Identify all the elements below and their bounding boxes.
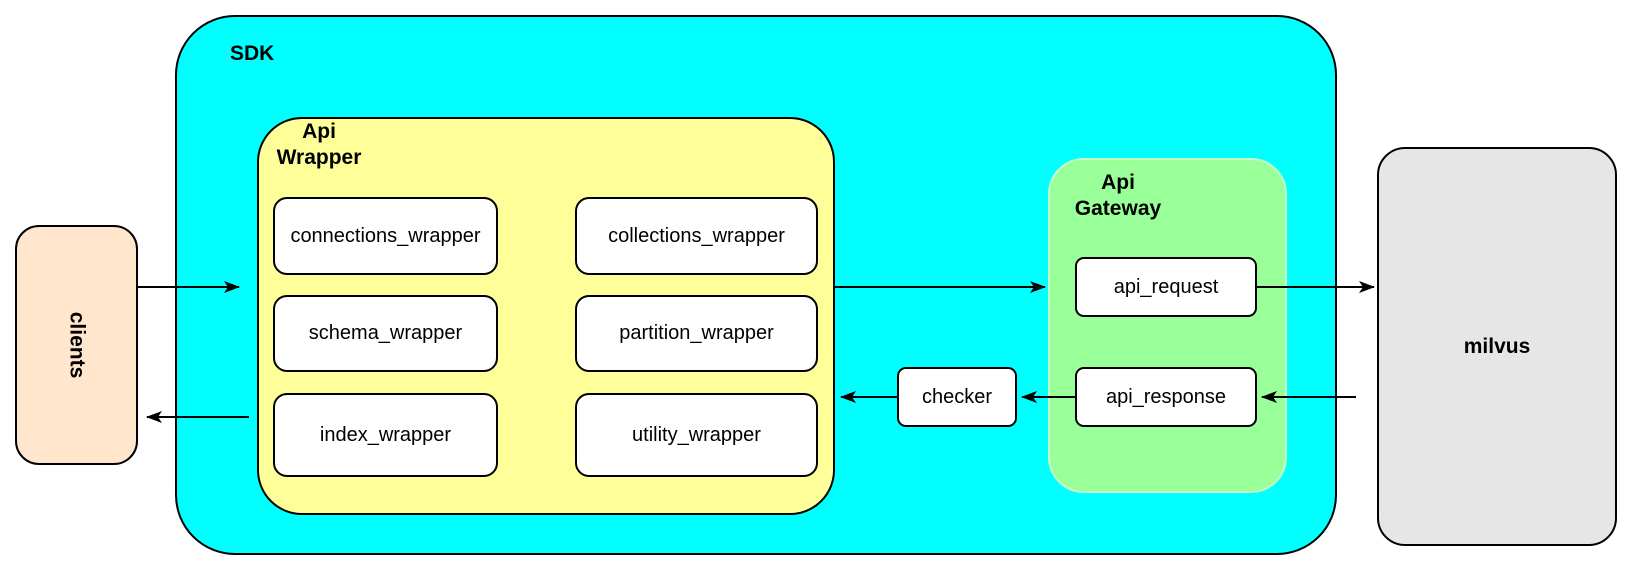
sdk-label: SDK (230, 42, 275, 65)
node-partition-wrapper-label: partition_wrapper (619, 322, 774, 344)
node-schema-wrapper: schema_wrapper (273, 295, 498, 372)
node-partition-wrapper: partition_wrapper (575, 295, 818, 372)
api-gateway-title-line2: Gateway (1074, 197, 1162, 220)
node-checker-label: checker (921, 385, 993, 408)
node-milvus: milvus (1377, 147, 1617, 546)
node-collections-wrapper-label: collections_wrapper (608, 224, 785, 247)
node-connections-wrapper: connections_wrapper (273, 197, 498, 275)
node-api-request: api_request (1075, 257, 1257, 317)
node-utility-wrapper: utility_wrapper (575, 393, 818, 477)
api-wrapper-title-line2: Wrapper (276, 146, 362, 169)
node-checker: checker (897, 367, 1017, 427)
node-api-response: api_response (1075, 367, 1257, 427)
node-index-wrapper-label: index_wrapper (319, 423, 452, 446)
api-gateway-title-line1: Api (1101, 171, 1135, 194)
node-index-wrapper: index_wrapper (273, 393, 498, 477)
node-schema-wrapper-label: schema_wrapper (308, 322, 463, 344)
node-milvus-label: milvus (1463, 334, 1531, 358)
node-connections-wrapper-label: connections_wrapper (290, 224, 481, 247)
node-clients: clients (15, 225, 138, 465)
node-api-response-label: api_response (1105, 385, 1227, 408)
api-wrapper-title: Api Wrapper (263, 119, 375, 171)
node-collections-wrapper: collections_wrapper (575, 197, 818, 275)
api-wrapper-title-line1: Api (302, 120, 336, 143)
node-utility-wrapper-label: utility_wrapper (632, 423, 761, 446)
node-clients-label: clients (65, 311, 89, 379)
api-gateway-container (1048, 158, 1287, 493)
node-api-request-label: api_request (1113, 275, 1219, 298)
api-gateway-title: Api Gateway (1066, 170, 1170, 222)
